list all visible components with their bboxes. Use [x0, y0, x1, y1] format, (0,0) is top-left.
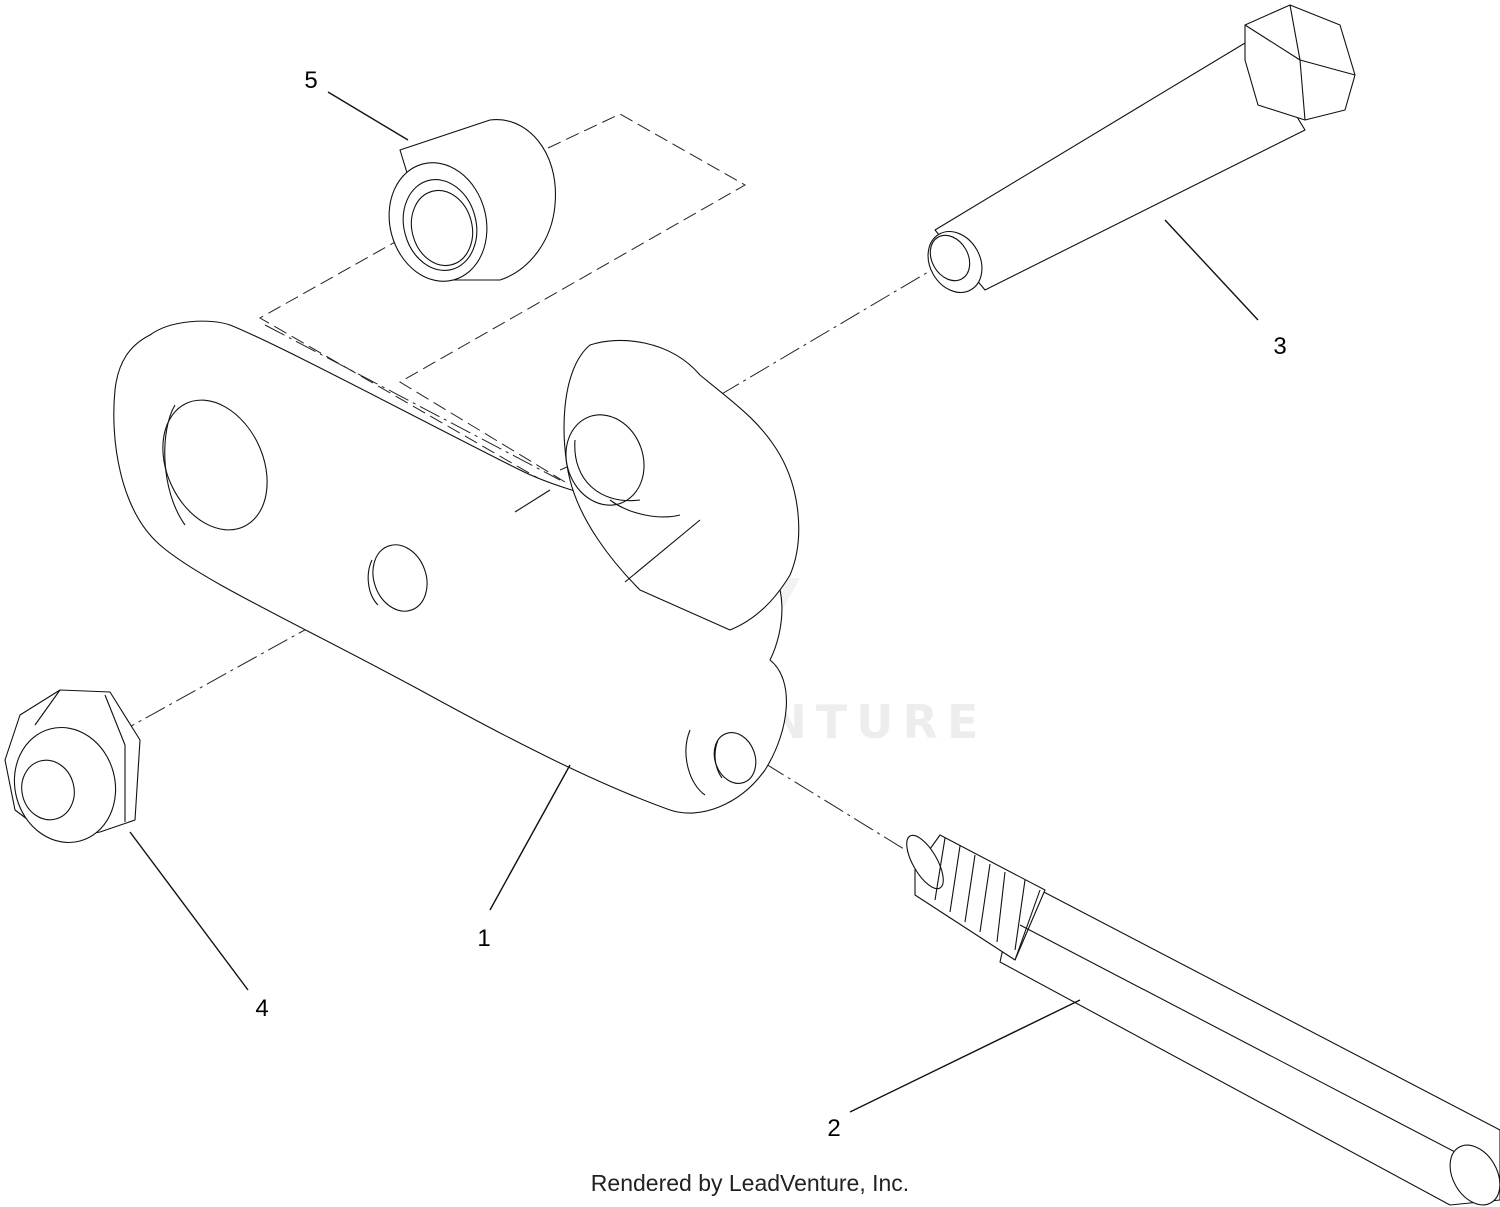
- leader-lines: [129, 91, 1259, 1113]
- callout-3: 3: [1273, 333, 1286, 360]
- lever-arm: [113, 320, 800, 814]
- callout-2: 2: [827, 1115, 840, 1142]
- hex-nut: [4, 689, 141, 844]
- callout-1: 1: [477, 925, 490, 952]
- hex-bolt: [927, 4, 1356, 293]
- spacer-bushing: [388, 119, 556, 282]
- footer-credit: Rendered by LeadVenture, Inc.: [590, 1170, 910, 1196]
- threaded-rod: [906, 834, 1500, 1206]
- callout-4: 4: [255, 995, 268, 1022]
- callout-5: 5: [304, 67, 317, 94]
